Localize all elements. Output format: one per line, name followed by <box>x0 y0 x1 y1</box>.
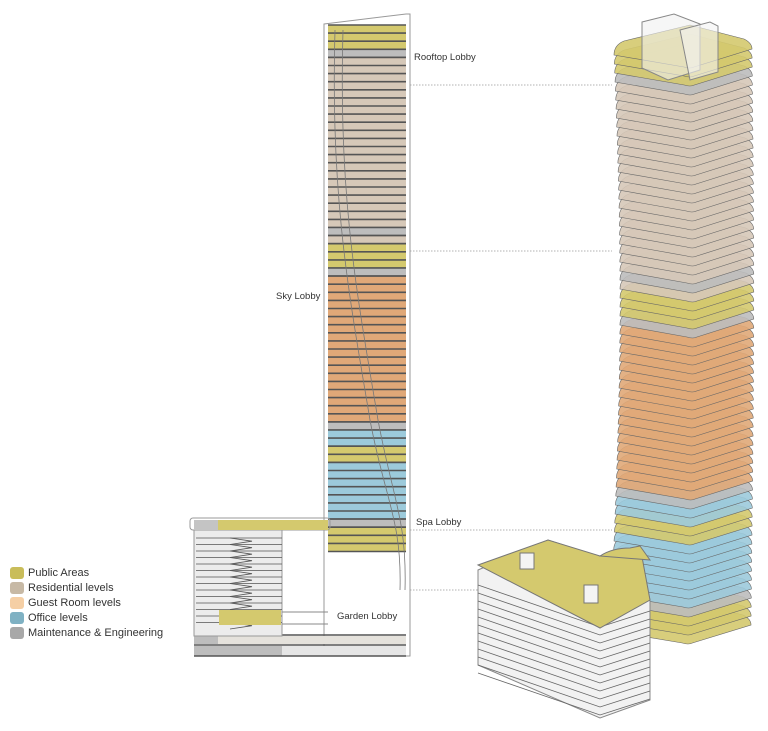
legend: Public Areas Residential levels Guest Ro… <box>10 565 163 640</box>
sky-lobby-label: Sky Lobby <box>276 291 321 302</box>
guest-room-swatch <box>10 596 24 609</box>
tower-section <box>194 13 411 657</box>
tower-axonometric <box>476 13 755 719</box>
legend-label: Maintenance & Engineering <box>28 626 164 639</box>
legend-item-office: Office levels <box>10 610 163 625</box>
legend-item-maintenance: Maintenance & Engineering <box>10 625 163 640</box>
band-maintenance <box>328 519 406 528</box>
maintenance-swatch <box>10 626 24 639</box>
office-swatch <box>10 611 24 624</box>
spa-lobby-label: Spa Lobby <box>416 517 462 528</box>
band-public <box>328 527 406 552</box>
public-areas-swatch <box>10 566 24 579</box>
legend-item-residential: Residential levels <box>10 580 163 595</box>
legend-item-guest: Guest Room levels <box>10 595 163 610</box>
podium-section <box>189 517 331 637</box>
legend-item-public: Public Areas <box>10 565 163 580</box>
band-residential <box>328 235 406 244</box>
rooftop-lobby-label: Rooftop Lobby <box>414 52 476 63</box>
leader-lines <box>410 84 612 591</box>
band-office <box>328 462 406 520</box>
legend-label: Public Areas <box>28 566 90 579</box>
band-maintenance <box>328 49 406 58</box>
band-public <box>328 243 406 268</box>
band-residential <box>328 57 406 228</box>
band-maintenance <box>328 268 406 277</box>
garden-lobby-label: Garden Lobby <box>337 611 398 622</box>
legend-label: Office levels <box>28 611 88 624</box>
residential-swatch <box>10 581 24 594</box>
band-public <box>328 25 406 50</box>
legend-label: Guest Room levels <box>28 596 121 609</box>
legend-label: Residential levels <box>28 581 114 594</box>
band-maintenance <box>328 227 406 236</box>
band-maintenance <box>328 421 406 430</box>
